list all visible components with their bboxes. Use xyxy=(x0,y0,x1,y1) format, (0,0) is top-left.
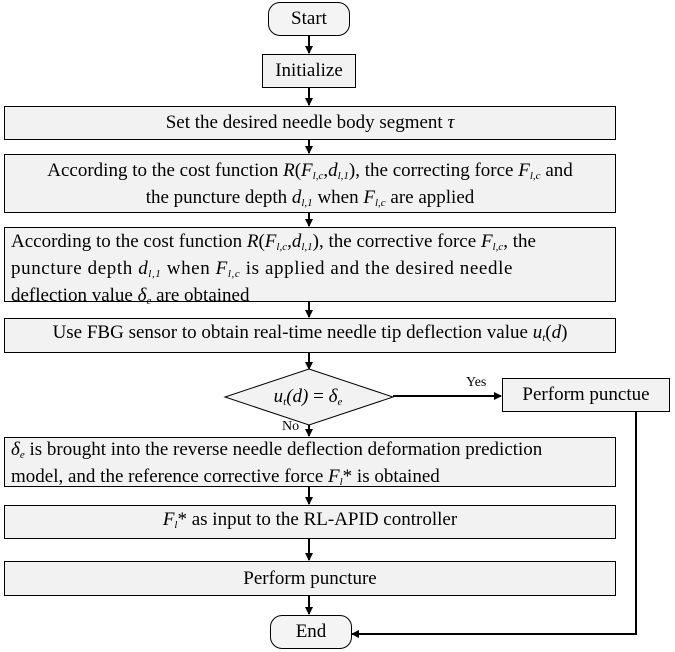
arrow-punctue-end xyxy=(351,412,637,638)
perform-puncture-node: Perform puncture xyxy=(4,561,616,596)
initialize-label: Initialize xyxy=(275,60,343,81)
perform-puncture-label: Perform puncture xyxy=(243,567,377,589)
controller-label: Fl* as input to the RL-APID controller xyxy=(162,508,458,531)
reverse-model-node: δe is brought into the reverse needle de… xyxy=(4,437,616,488)
initialize-node: Initialize xyxy=(262,54,356,88)
set-segment-node: Set the desired needle body segment τ xyxy=(4,106,616,140)
reverse-line-2: model, and the reference corrective forc… xyxy=(11,466,440,488)
reverse-line-1: δe is brought into the reverse needle de… xyxy=(11,439,543,461)
fbg-sensor-node: Use FBG sensor to obtain real-time needl… xyxy=(4,318,616,353)
controller-node: Fl* as input to the RL-APID controller xyxy=(4,505,616,539)
no-label: No xyxy=(282,419,300,434)
decision-condition: ut(d) = δe xyxy=(273,386,343,408)
start-node: Start xyxy=(268,2,350,36)
set-segment-label: Set the desired needle body segment τ xyxy=(165,112,455,133)
end-label: End xyxy=(295,621,327,642)
corrective-line-1: According to the cost function R(Fl,c,dl… xyxy=(11,231,536,253)
cost-function-line-1: According to the cost function R(Fl,c,dl… xyxy=(47,160,573,182)
cost-function-correcting-node: According to the cost function R(Fl,c,dl… xyxy=(4,154,616,213)
perform-punctue-node: Perform punctue xyxy=(502,378,670,412)
yes-label: Yes xyxy=(466,375,487,390)
start-label: Start xyxy=(291,8,327,29)
decision-diamond xyxy=(223,368,395,426)
cost-function-line-2: the puncture depth dl,1 when Fl,c are ap… xyxy=(145,187,475,209)
corrective-line-3: deflection value δe are obtained xyxy=(11,285,250,307)
cost-function-corrective-node: According to the cost function R(Fl,c,dl… xyxy=(4,227,616,307)
corrective-line-2: puncture depth dl,1 when Fl,c is applied… xyxy=(11,258,513,280)
fbg-sensor-label: Use FBG sensor to obtain real-time needl… xyxy=(52,322,568,344)
perform-punctue-label: Perform punctue xyxy=(522,384,650,405)
end-node: End xyxy=(270,615,352,649)
